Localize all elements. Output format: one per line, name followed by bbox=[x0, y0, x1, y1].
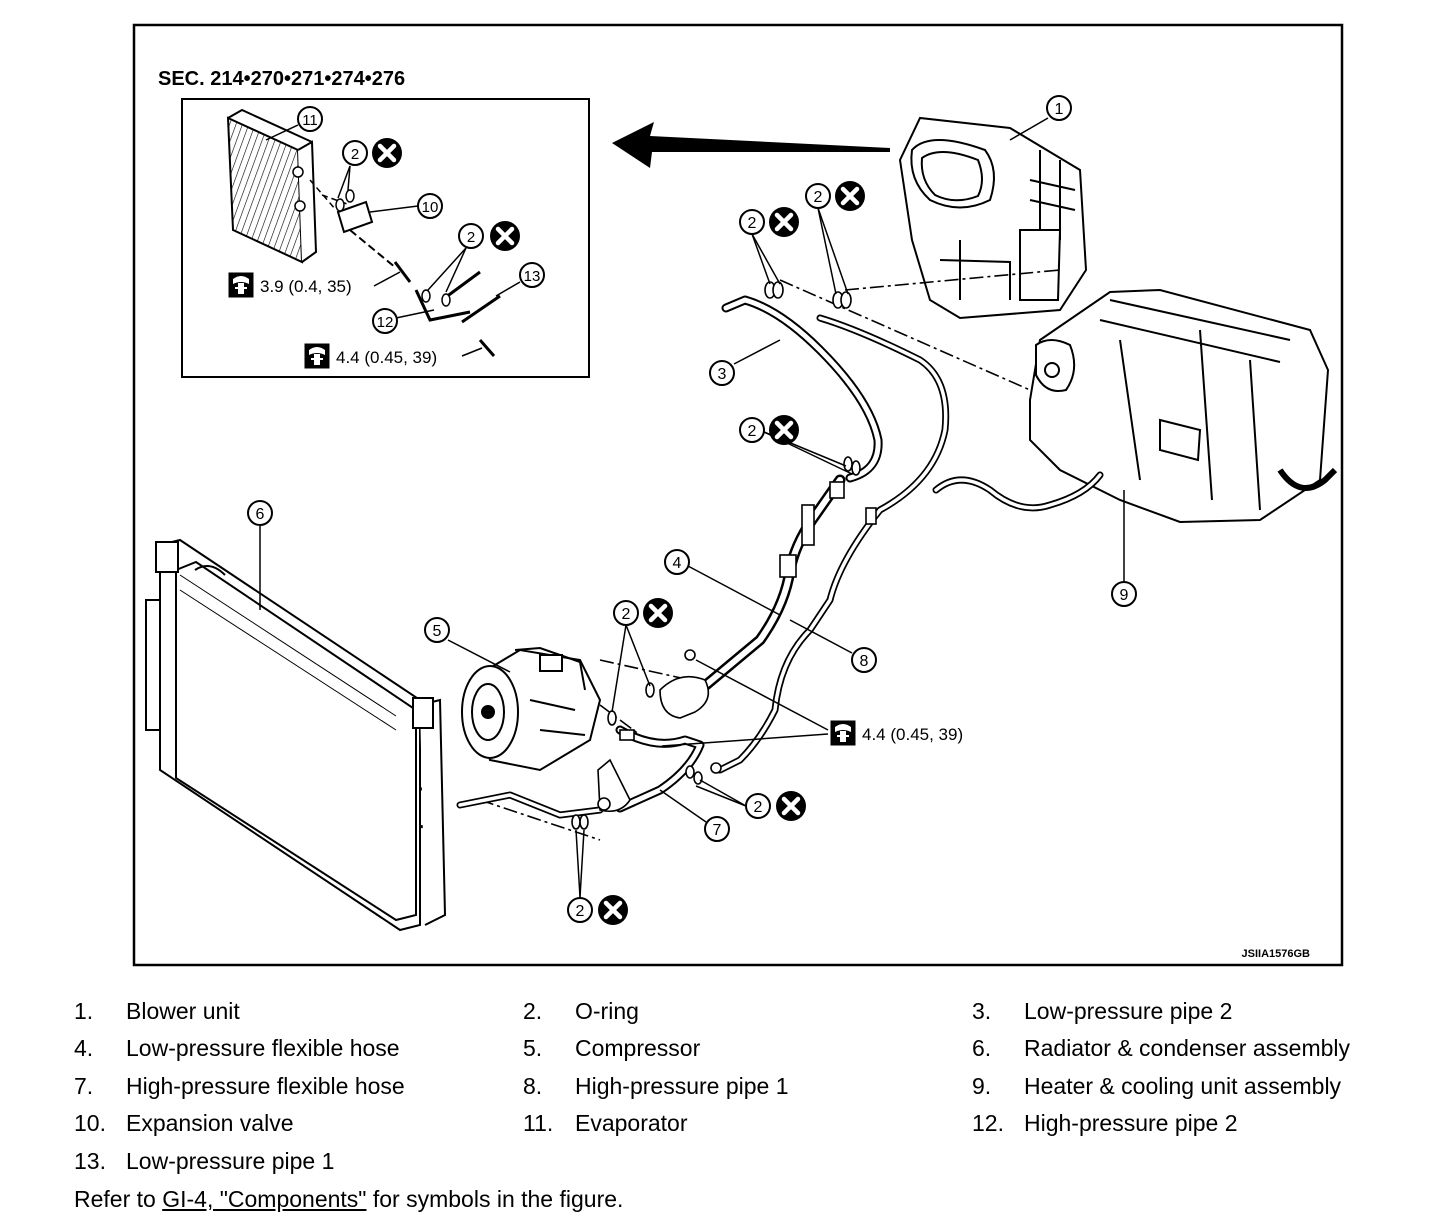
svg-text:3.9 (0.4, 35): 3.9 (0.4, 35) bbox=[260, 277, 352, 296]
svg-text:2: 2 bbox=[748, 215, 757, 232]
callout-7: 7 bbox=[659, 789, 730, 842]
torque-spec-main: 4.4 (0.45, 39) bbox=[661, 659, 963, 747]
expansion-valve-drawing bbox=[336, 200, 412, 283]
svg-text:13: 13 bbox=[524, 268, 541, 285]
o-ring-replace-icon bbox=[643, 598, 673, 628]
svg-text:2: 2 bbox=[576, 903, 585, 920]
svg-text:2: 2 bbox=[754, 799, 763, 816]
svg-text:7: 7 bbox=[713, 822, 722, 839]
svg-text:1: 1 bbox=[1055, 101, 1064, 118]
callout-2-inset-top: 2 bbox=[337, 138, 402, 199]
torque-spec-inset-b: 4.4 (0.45, 39) bbox=[304, 343, 483, 369]
svg-text:2: 2 bbox=[467, 229, 475, 246]
svg-text:12: 12 bbox=[377, 314, 394, 331]
svg-text:2: 2 bbox=[622, 606, 631, 623]
callout-10: 10 bbox=[369, 193, 443, 219]
svg-text:5: 5 bbox=[433, 623, 442, 640]
torque-wrench-icon bbox=[830, 720, 856, 746]
torque-spec-inset-a: 3.9 (0.4, 35) bbox=[228, 271, 401, 298]
components-reference-link[interactable]: GI-4, "Components" bbox=[162, 1186, 367, 1212]
callout-9: 9 bbox=[1111, 490, 1137, 607]
o-ring-replace-icon bbox=[769, 415, 799, 445]
o-ring-replace-icon bbox=[769, 207, 799, 237]
svg-text:3: 3 bbox=[718, 366, 727, 383]
o-ring-replace-icon bbox=[835, 181, 865, 211]
symbols-reference-note: Refer to GI-4, "Components" for symbols … bbox=[74, 1186, 624, 1212]
refrigerant-pipes bbox=[398, 295, 1104, 829]
torque-wrench-icon bbox=[228, 272, 254, 298]
expansion-valve-inset: 11 2 10 2 13 12 bbox=[181, 98, 590, 378]
figure-code: JSIIA1576GB bbox=[1242, 948, 1311, 960]
o-ring-replace-icon bbox=[490, 221, 520, 251]
callout-1: 1 bbox=[1009, 95, 1072, 141]
o-ring-replace-icon bbox=[372, 138, 402, 168]
callout-3: 3 bbox=[709, 339, 781, 386]
callout-6: 6 bbox=[247, 500, 273, 610]
callout-2-bottom: 2 bbox=[567, 829, 628, 925]
callout-2-compressor: 2 bbox=[611, 598, 673, 713]
compressor-drawing bbox=[461, 646, 602, 772]
callout-2-inset-mid: 2 bbox=[427, 221, 520, 293]
callout-5: 5 bbox=[424, 617, 511, 673]
svg-text:6: 6 bbox=[256, 506, 265, 523]
callout-12: 12 bbox=[372, 308, 435, 334]
section-title: SEC. 214•270•271•274•276 bbox=[158, 68, 405, 90]
o-ring-replace-icon bbox=[598, 895, 628, 925]
svg-text:2: 2 bbox=[351, 146, 359, 163]
o-ring-replace-icon bbox=[776, 791, 806, 821]
callout-11: 11 bbox=[265, 106, 323, 141]
inset-pointer-arrow bbox=[612, 122, 890, 168]
callout-2-high-pressure: 2 bbox=[695, 779, 806, 821]
heater-cooling-unit-drawing bbox=[1029, 288, 1338, 524]
svg-text:2: 2 bbox=[814, 189, 823, 206]
ac-piping-diagram: SEC. 214•270•271•274•276 11 bbox=[132, 23, 1344, 967]
svg-text:4.4 (0.45, 39): 4.4 (0.45, 39) bbox=[336, 348, 437, 367]
svg-text:2: 2 bbox=[748, 423, 757, 440]
blower-unit-drawing bbox=[898, 116, 1088, 320]
figure-frame bbox=[132, 23, 1344, 967]
svg-text:4: 4 bbox=[673, 555, 682, 572]
svg-text:4.4 (0.45, 39): 4.4 (0.45, 39) bbox=[862, 725, 963, 744]
condenser-drawing bbox=[145, 538, 447, 932]
svg-text:8: 8 bbox=[860, 653, 869, 670]
svg-text:11: 11 bbox=[302, 112, 318, 129]
callout-13: 13 bbox=[495, 262, 545, 297]
svg-text:10: 10 bbox=[422, 199, 439, 216]
callout-2-top-left: 2 bbox=[739, 207, 799, 285]
torque-wrench-icon bbox=[304, 343, 330, 369]
callout-8: 8 bbox=[789, 619, 877, 673]
svg-text:9: 9 bbox=[1120, 587, 1129, 604]
callout-2-middle: 2 bbox=[739, 415, 853, 475]
callout-2-top-right: 2 bbox=[805, 181, 865, 295]
evaporator-drawing bbox=[226, 108, 318, 264]
pipe-fittings bbox=[571, 281, 877, 830]
callout-4: 4 bbox=[664, 549, 781, 616]
